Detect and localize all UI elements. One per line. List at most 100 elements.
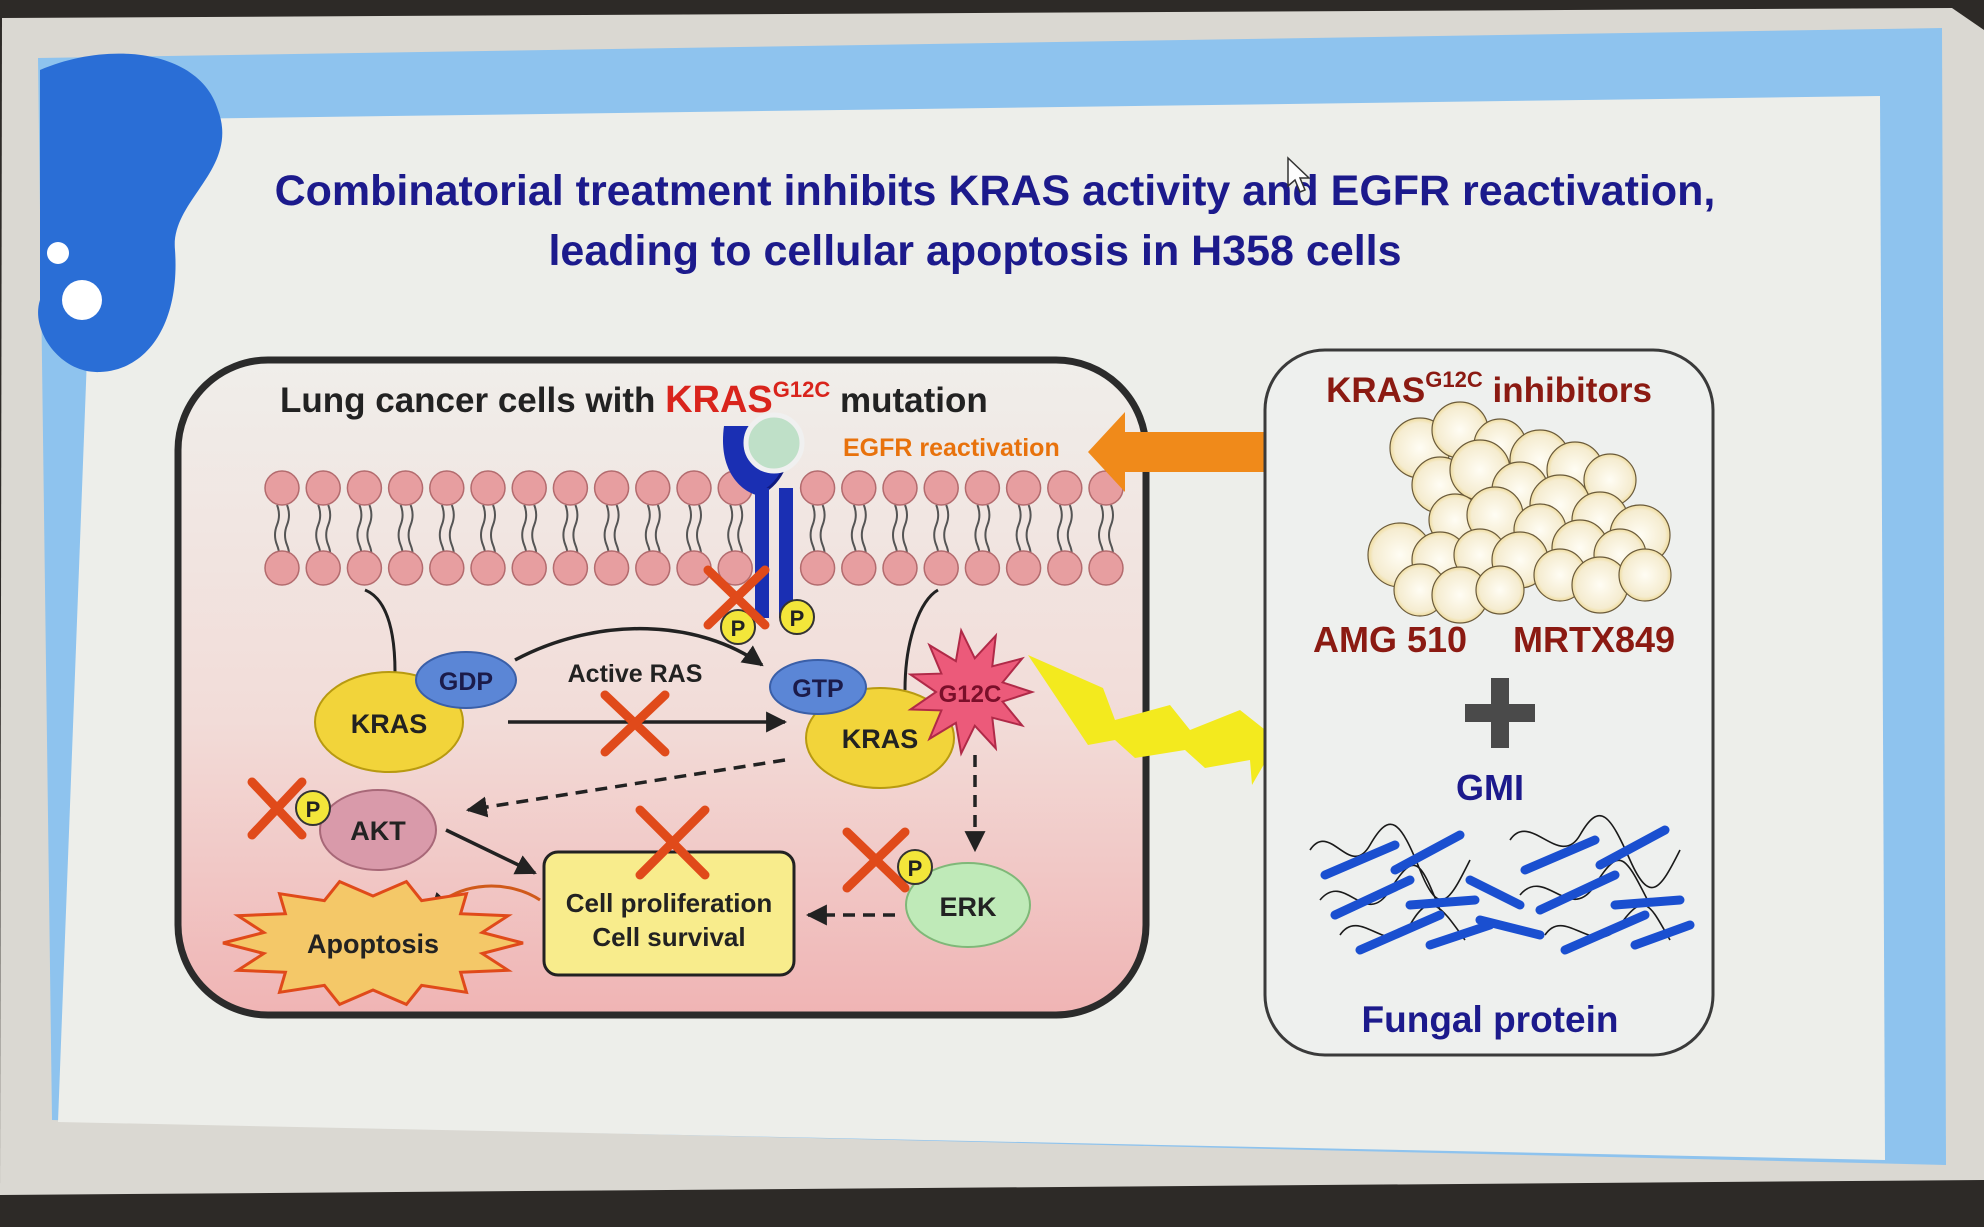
lipid-head-bottom: [387, 550, 424, 586]
kras-active-label: KRAS: [842, 724, 919, 754]
plus-sign: [1465, 678, 1535, 748]
protein-beta-strand: [1560, 910, 1650, 955]
drug-amg510-label: AMG 510: [1313, 619, 1467, 660]
cell-proliferation-label: Cell proliferation: [566, 888, 773, 918]
kras-active-node: [805, 687, 955, 789]
gtp-node: [769, 659, 867, 715]
kras-inhibitor-molecule: [1367, 401, 1672, 624]
proliferation-x-mark: [635, 805, 710, 880]
akt-node: [319, 789, 437, 871]
lipid-head-top: [387, 470, 424, 506]
lipid-head-bottom: [470, 550, 506, 586]
lipid-head-bottom: [1005, 550, 1042, 586]
gtp-label: GTP: [792, 675, 843, 703]
inhibition-lightning-bolt: [1028, 655, 1278, 785]
protein-beta-strand: [1610, 895, 1685, 910]
protein-beta-strand: [1405, 895, 1480, 910]
g12c-mutation-burst: [907, 627, 1036, 757]
lipid-head-top: [593, 470, 630, 506]
egfr-phospho-2: P: [790, 606, 805, 631]
egfr-receptor: [722, 412, 805, 618]
kras-activation-x-mark: [600, 690, 670, 757]
lipid-head-top: [346, 470, 383, 506]
lipid-head-bottom: [1088, 550, 1124, 586]
cell-panel: Lung cancer cells with KRASG12C mutation…: [174, 356, 1150, 1019]
lipid-head-bottom: [923, 550, 959, 586]
lipid-head-top: [429, 470, 465, 506]
lipid-head-top: [1005, 470, 1042, 506]
lipid-head-bottom: [552, 550, 589, 586]
erk-node: [905, 862, 1031, 948]
lipid-head-top: [799, 470, 836, 506]
lipid-bilayer-membrane: [264, 470, 1124, 586]
active-ras-curved-arrow: [514, 626, 764, 667]
egfr-inhibition-x-mark: [703, 565, 770, 630]
g12c-label: G12C: [939, 681, 1002, 708]
lipid-head-top: [841, 470, 877, 506]
lipid-head-top: [964, 470, 1001, 506]
cell-survival-label: Cell survival: [592, 922, 745, 952]
slide-title-line2: leading to cellular apoptosis in H358 ce…: [548, 227, 1401, 275]
drug-panel-title: KRASG12C inhibitors: [1326, 367, 1652, 410]
lipid-head-bottom: [799, 550, 836, 586]
mouse-cursor-icon: [1287, 156, 1311, 193]
cell-panel-title: Lung cancer cells with KRASG12C mutation: [280, 377, 988, 421]
drug-mrtx849-label: MRTX849: [1513, 619, 1675, 660]
lipid-head-bottom: [882, 550, 918, 586]
drug-panel: KRASG12C inhibitors AMG 510 MRTX849 GMI …: [1263, 348, 1715, 1057]
apoptosis-label: Apoptosis: [307, 929, 439, 959]
egfr-reactivation-label: EGFR reactivation: [843, 434, 1060, 462]
protein-beta-strand: [1595, 825, 1670, 870]
akt-phospho: P: [306, 797, 321, 822]
protein-beta-strand: [1330, 875, 1415, 920]
lipid-head-top: [635, 470, 671, 506]
lipid-head-bottom: [593, 550, 630, 586]
lipid-head-bottom: [964, 550, 1001, 586]
lipid-head-bottom: [346, 550, 383, 586]
lipid-head-top: [676, 470, 712, 506]
akt-label: AKT: [350, 816, 406, 846]
protein-beta-strand: [1425, 920, 1495, 950]
fungal-protein-structure: [1309, 814, 1695, 955]
lipid-head-top: [511, 470, 547, 506]
kras-membrane-anchor-right: [903, 588, 939, 691]
protein-beta-strand: [1355, 910, 1445, 955]
molecule-atom: [1475, 565, 1525, 615]
protein-beta-strand: [1535, 870, 1620, 915]
lipid-head-top: [552, 470, 589, 506]
kras-to-akt-dashed-arrow: [465, 758, 786, 818]
slide-title-line1: Combinatorial treatment inhibits KRAS ac…: [275, 167, 1716, 215]
protein-beta-strand: [1520, 835, 1600, 875]
gmi-label: GMI: [1456, 767, 1524, 808]
lipid-head-bottom: [511, 550, 547, 586]
protein-coil: [1509, 814, 1681, 889]
lipid-head-bottom: [841, 550, 877, 586]
lipid-head-top: [305, 470, 341, 506]
lipid-head-bottom: [429, 550, 465, 586]
protein-beta-strand: [1465, 875, 1525, 910]
lipid-head-bottom: [264, 550, 300, 586]
apoptosis-burst: [222, 879, 524, 1007]
protein-beta-strand: [1475, 915, 1545, 940]
akt-to-proliferation-arrow: [445, 828, 537, 875]
lipid-head-bottom: [635, 550, 671, 586]
egfr-phospho-sites: P P: [720, 599, 815, 645]
lipid-head-bottom: [1047, 550, 1083, 586]
molecule-atom: [1618, 548, 1672, 602]
protein-beta-strand: [1320, 840, 1400, 880]
akt-inhibition-x-mark: [247, 777, 307, 840]
corner-bubble-large: [62, 280, 102, 320]
lipid-head-top: [923, 470, 959, 506]
gdp-node: [415, 651, 517, 709]
egfr-ligand: [743, 412, 805, 474]
erk-inhibition-x-mark: [842, 827, 910, 893]
lipid-head-top: [1047, 470, 1083, 506]
fungal-protein-label: Fungal protein: [1362, 999, 1619, 1040]
corner-bubble-small: [47, 242, 69, 264]
molecule-atom: [1571, 556, 1629, 614]
gdp-label: GDP: [439, 668, 493, 696]
protein-beta-strand: [1630, 920, 1695, 950]
lipid-head-bottom: [305, 550, 341, 586]
active-ras-label: Active RAS: [568, 660, 703, 688]
